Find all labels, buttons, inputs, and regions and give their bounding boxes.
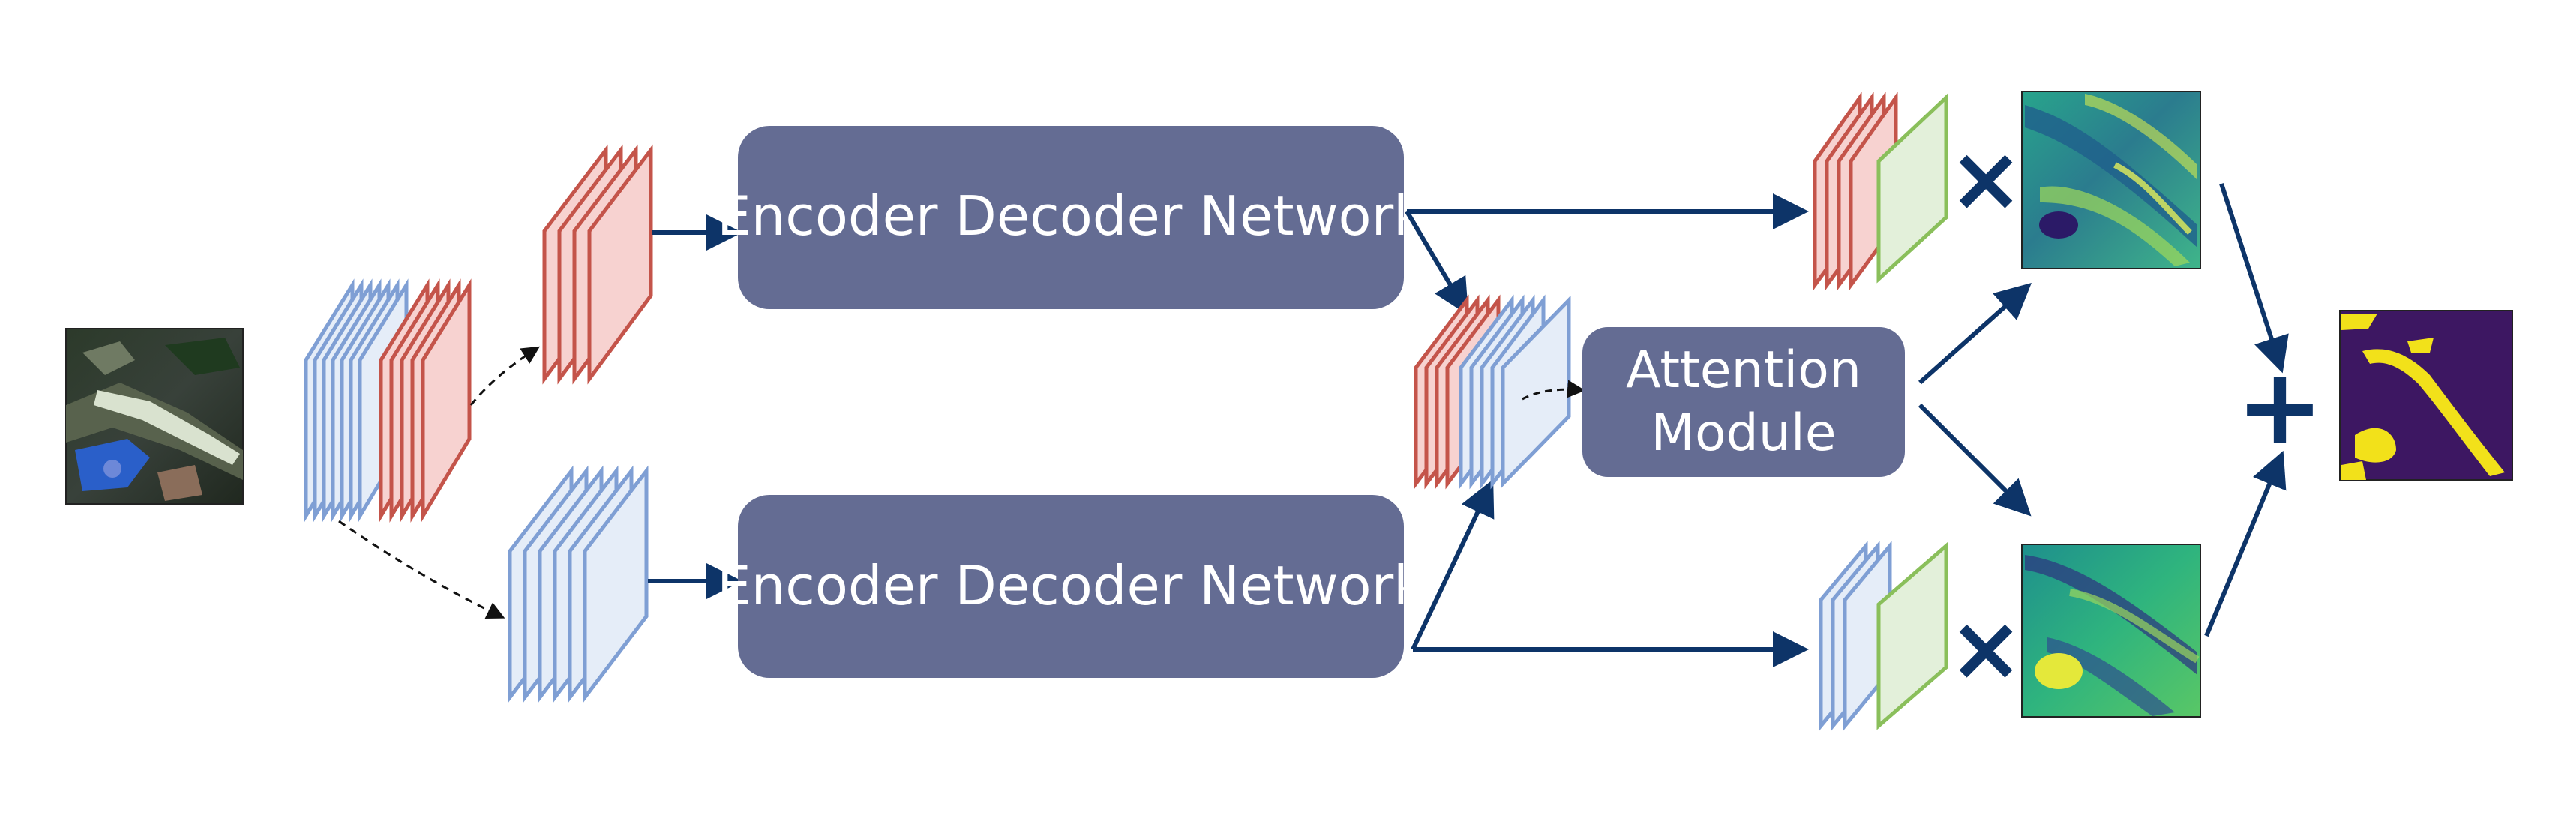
split-arrow-top (469, 346, 541, 406)
top-output-stack (1813, 92, 1948, 291)
multiply-icon-bottom: × (1948, 597, 2024, 701)
attention-label-line1: Attention (1626, 340, 1861, 400)
concat-to-attention-arrow (1522, 380, 1585, 400)
arrow-attention-to-top-map (1918, 283, 2032, 385)
attention-module: Attention Module (1582, 327, 1905, 477)
split-arrow-bottom (338, 520, 505, 620)
encoder-top-label: Encoder Decoder Network (717, 184, 1425, 248)
arrow-bottom-map-to-sum (2204, 450, 2287, 638)
blue-feature-maps (304, 278, 409, 524)
input-image (65, 328, 244, 505)
arrow-encoder-top-to-concat (1405, 210, 1469, 316)
concat-stack (1414, 294, 1571, 490)
plus-icon: + (2236, 346, 2323, 468)
encoder-decoder-top: Encoder Decoder Network (717, 126, 1425, 309)
top-attention-map (2021, 91, 2201, 269)
output-segmentation-map (2339, 310, 2513, 481)
arrow-encoder-bottom-to-concat (1411, 479, 1495, 651)
blue-branch-stack (508, 465, 649, 704)
attention-label-line2: Module (1651, 404, 1836, 463)
bottom-attention-map (2021, 544, 2201, 718)
arrow-top-map-to-sum (2219, 183, 2289, 374)
red-branch-stack (542, 144, 653, 385)
encoder-decoder-bottom: Encoder Decoder Network (717, 495, 1425, 678)
bottom-output-stack (1819, 541, 1948, 731)
input-feature-stack (304, 278, 472, 524)
red-feature-maps (379, 278, 472, 524)
multiply-icon-top: × (1948, 128, 2024, 232)
encoder-bottom-label: Encoder Decoder Network (717, 554, 1425, 617)
arrow-attention-to-bottom-map (1918, 403, 2032, 517)
